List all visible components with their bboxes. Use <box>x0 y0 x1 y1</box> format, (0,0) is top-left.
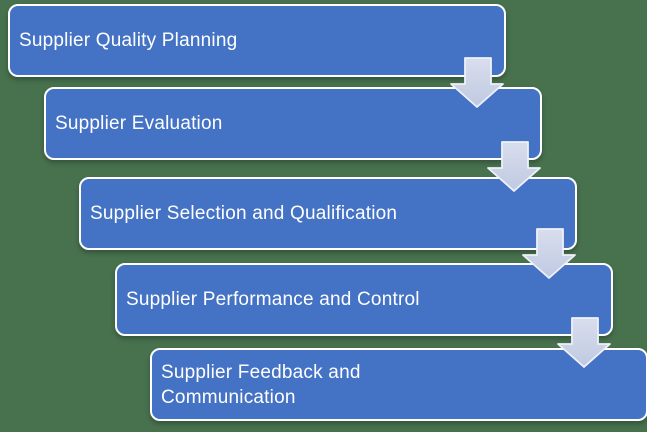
step-label-5: Supplier Feedback and Communication <box>161 361 361 408</box>
step-label-3: Supplier Selection and Qualification <box>90 203 398 224</box>
step-label-1: Supplier Quality Planning <box>19 30 238 51</box>
down-arrow-icon <box>487 141 541 192</box>
process-step-box-1: Supplier Quality Planning <box>8 4 506 77</box>
step-label-2: Supplier Evaluation <box>55 113 223 134</box>
process-step-box-5: Supplier Feedback and Communication <box>150 348 647 421</box>
down-arrow-icon <box>522 228 576 279</box>
process-step-box-2: Supplier Evaluation <box>44 87 542 160</box>
step-label-4: Supplier Performance and Control <box>126 289 420 310</box>
down-arrow-icon <box>557 317 611 368</box>
process-step-box-4: Supplier Performance and Control <box>115 263 613 336</box>
process-step-box-3: Supplier Selection and Qualification <box>79 177 577 250</box>
down-arrow-icon <box>450 57 504 108</box>
